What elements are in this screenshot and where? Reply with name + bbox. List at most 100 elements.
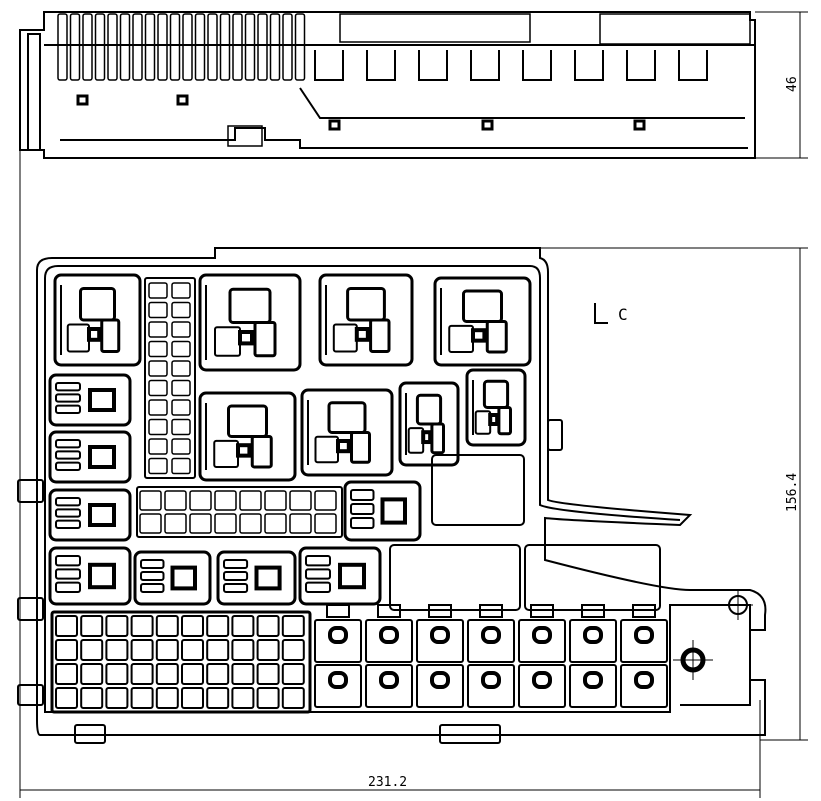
mini-fuse-slot bbox=[171, 301, 191, 319]
micro-relay-pin bbox=[55, 393, 81, 403]
mini-fuse-slot bbox=[148, 282, 168, 299]
fuse-slot bbox=[206, 663, 230, 685]
maxi-fuse-slot bbox=[314, 664, 362, 708]
centerline bbox=[673, 590, 753, 680]
relay-terminal bbox=[66, 323, 90, 353]
fuse-slot bbox=[256, 663, 280, 685]
micro-relay-pin bbox=[55, 519, 81, 530]
relay-socket bbox=[465, 368, 527, 447]
mini-fuse-slot bbox=[148, 301, 168, 319]
fuse-slot bbox=[105, 615, 129, 637]
side-fuse-slot bbox=[574, 50, 604, 81]
fuse-slot bbox=[231, 639, 255, 661]
relay-frame bbox=[398, 381, 460, 467]
mini-fuse-slot bbox=[171, 457, 191, 475]
micro-relay-socket bbox=[343, 480, 422, 542]
fuse-slot bbox=[105, 663, 129, 685]
fuse-slot bbox=[55, 615, 78, 637]
mini-fuse-slot bbox=[264, 513, 287, 534]
relay-terminal bbox=[227, 404, 268, 438]
fuse-slot bbox=[231, 663, 255, 685]
mounting-tab bbox=[17, 597, 44, 621]
empty-socket-area bbox=[389, 544, 521, 611]
micro-relay-pin bbox=[305, 555, 331, 567]
side-terminal-slot bbox=[94, 13, 106, 81]
maxi-fuse-contact bbox=[634, 671, 654, 689]
relay-terminal bbox=[369, 318, 391, 353]
fuse-slot bbox=[155, 687, 179, 709]
mini-fuse-slot bbox=[139, 513, 162, 534]
maxi-fuse-contact bbox=[583, 671, 603, 689]
mini-fuse-slot bbox=[164, 513, 187, 534]
micro-relay-pin bbox=[170, 565, 197, 591]
fuse-slot bbox=[256, 687, 280, 709]
maxi-fuse-contact bbox=[532, 671, 552, 689]
side-terminal-slot bbox=[244, 13, 256, 81]
micro-relay-socket bbox=[298, 546, 382, 606]
maxi-fuse-slot bbox=[416, 619, 464, 663]
fuse-slot bbox=[55, 687, 78, 709]
micro-relay-frame bbox=[48, 488, 132, 542]
fuse-grid bbox=[50, 610, 312, 714]
relay-terminal bbox=[346, 287, 386, 322]
side-fuse-slot bbox=[366, 50, 396, 81]
relay-terminal bbox=[213, 439, 239, 468]
side-end-cap bbox=[27, 33, 41, 151]
relay-frame bbox=[318, 273, 414, 367]
mini-fuse-slot bbox=[139, 490, 162, 511]
relay-terminal bbox=[448, 324, 474, 353]
fuse-slot bbox=[105, 687, 129, 709]
side-fuse-slot bbox=[626, 50, 656, 81]
fuse-slot bbox=[281, 687, 305, 709]
maxi-fuse-slot bbox=[467, 619, 515, 663]
mini-fuse-slot bbox=[171, 340, 191, 358]
side-terminal-slot bbox=[257, 13, 268, 81]
micro-relay-pin bbox=[350, 517, 375, 529]
micro-relay-pin bbox=[140, 559, 165, 569]
mini-fuse-slot bbox=[189, 513, 212, 534]
fuse-slot bbox=[80, 615, 104, 637]
micro-relay-frame bbox=[133, 550, 212, 606]
side-latch-mark bbox=[176, 94, 189, 106]
micro-relay-pin bbox=[223, 559, 249, 569]
fuse-slot bbox=[130, 615, 154, 637]
maxi-fuse-tab bbox=[428, 604, 452, 618]
side-fuse-slot bbox=[314, 50, 344, 81]
micro-relay-pin bbox=[55, 497, 81, 507]
maxi-fuse-slot bbox=[365, 664, 413, 708]
relay-terminal bbox=[228, 287, 272, 324]
micro-relay-frame bbox=[48, 373, 132, 427]
maxi-fuse-contact bbox=[430, 626, 450, 644]
top-view bbox=[17, 247, 767, 744]
side-terminal-slot bbox=[282, 13, 293, 81]
maxi-fuse-tab bbox=[377, 604, 401, 618]
maxi-fuse-tab bbox=[326, 604, 350, 618]
mini-fuse-slot bbox=[314, 490, 337, 511]
fuse-slot bbox=[206, 687, 230, 709]
side-terminal-slot bbox=[169, 13, 181, 81]
fuse-slot bbox=[80, 687, 104, 709]
micro-relay-pin bbox=[350, 503, 375, 515]
dimension-lines bbox=[19, 11, 808, 798]
maxi-fuse-contact bbox=[481, 671, 501, 689]
micro-relay-socket bbox=[48, 546, 132, 606]
relay-terminal bbox=[482, 379, 510, 409]
side-terminal-slot bbox=[132, 13, 143, 81]
side-latch-mark bbox=[481, 119, 494, 131]
relay-terminal bbox=[87, 327, 102, 342]
micro-relay-pin bbox=[140, 583, 165, 593]
side-terminal-slot bbox=[232, 13, 243, 81]
side-latch-mark bbox=[76, 94, 89, 106]
mini-fuse-slot bbox=[171, 399, 191, 416]
top-inner-outline bbox=[44, 278, 751, 713]
relay-terminal bbox=[79, 287, 116, 322]
side-fuse-slot bbox=[418, 50, 448, 81]
mini-fuse-slot bbox=[289, 490, 312, 511]
maxi-fuse-slot bbox=[416, 664, 464, 708]
mounting-tab bbox=[17, 479, 44, 503]
mini-fuse-slot bbox=[189, 490, 212, 511]
relay-terminal bbox=[485, 320, 508, 354]
maxi-fuse-contact bbox=[328, 671, 348, 689]
mini-fuse-slot bbox=[239, 490, 262, 511]
